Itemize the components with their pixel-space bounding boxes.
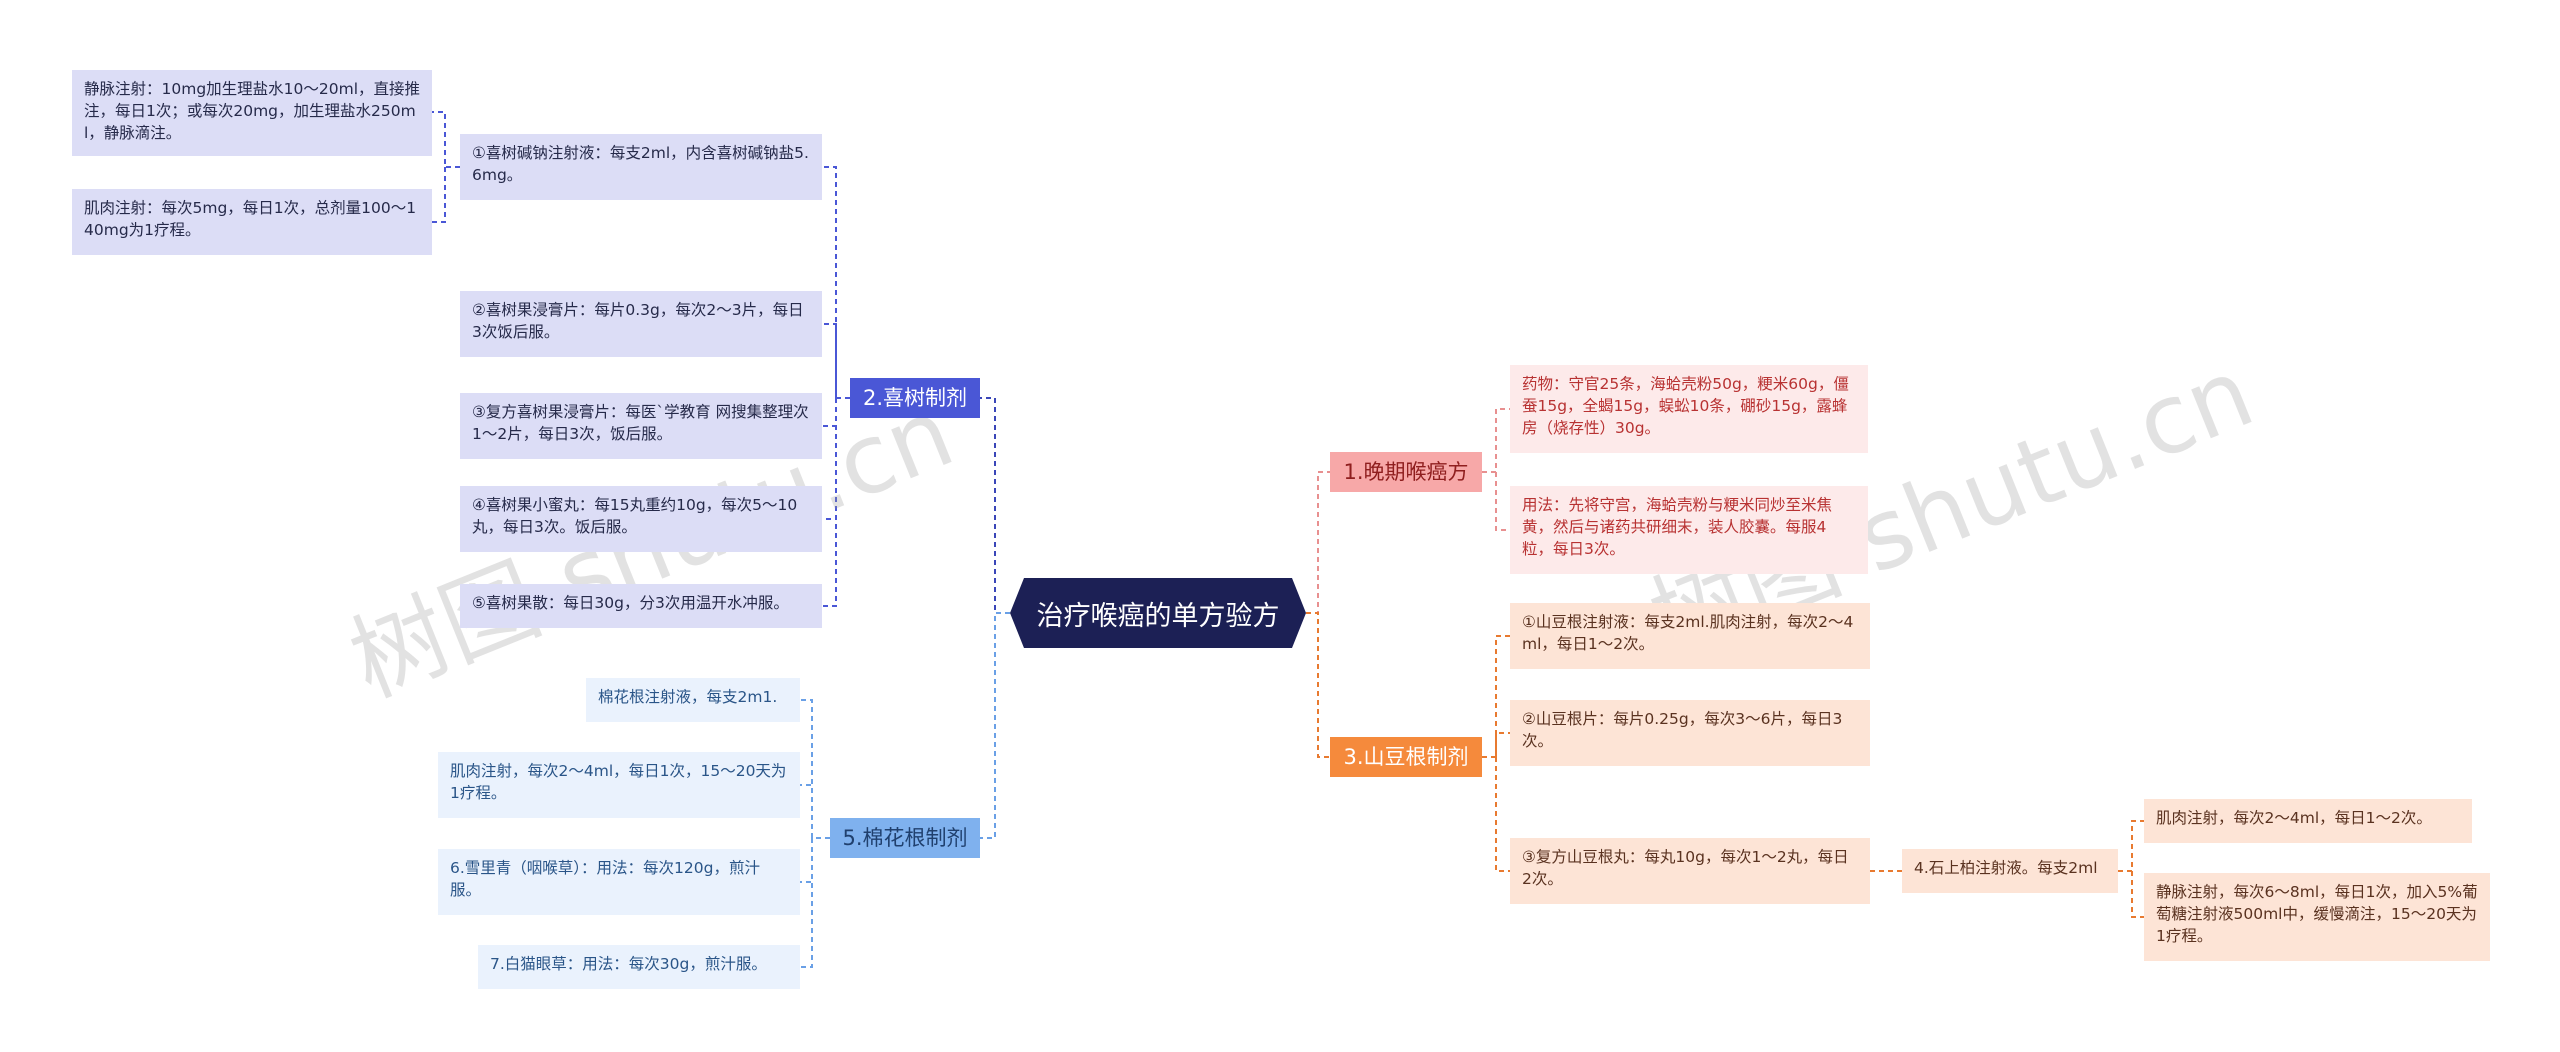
mianhuagen-item-1[interactable]: 棉花根注射液，每支2m1.	[586, 678, 800, 722]
branch-mianhuagen-label: 5.棉花根制剂	[842, 826, 968, 850]
xishu-item-1[interactable]: ①喜树碱钠注射液：每支2ml，内含喜树碱钠盐5.6mg。	[460, 134, 822, 200]
mianhuagen-item-2[interactable]: 肌肉注射，每次2～4ml，每日1次，15～20天为1疗程。	[438, 752, 800, 818]
xishu-iv-note[interactable]: 静脉注射：10mg加生理盐水10～20ml，直接推注，每日1次；或每次20mg，…	[72, 70, 432, 156]
xishu-item-4[interactable]: ④喜树果小蜜丸：每15丸重约10g，每次5～10丸，每日3次。饭后服。	[460, 486, 822, 552]
root-hexagon-shape	[1010, 578, 1306, 648]
branch-xishu[interactable]: 2.喜树制剂	[850, 378, 980, 418]
late-stage-usage[interactable]: 用法：先将守宫，海蛤壳粉与粳米同炒至米焦黄，然后与诸药共研细末，装人胶囊。每服4…	[1510, 486, 1868, 574]
xishu-im-note[interactable]: 肌肉注射：每次5mg，每日1次，总剂量100～140mg为1疗程。	[72, 189, 432, 255]
root-label: 治疗喉癌的单方验方	[1036, 600, 1280, 632]
late-stage-ingredients[interactable]: 药物：守官25条，海蛤壳粉50g，粳米60g，僵蚕15g，全蝎15g，蜈蚣10条…	[1510, 365, 1868, 453]
shishangbai-iv-note[interactable]: 静脉注射，每次6～8ml，每日1次，加入5%葡萄糖注射液500ml中，缓慢滴注，…	[2144, 873, 2490, 961]
branch-shandougen-label: 3.山豆根制剂	[1343, 745, 1469, 769]
branch-mianhuagen[interactable]: 5.棉花根制剂	[830, 818, 980, 858]
xishu-item-5[interactable]: ⑤喜树果散：每日30g，分3次用温开水冲服。	[460, 584, 822, 628]
shandougen-item-3[interactable]: ③复方山豆根丸：每丸10g，每次1～2丸，每日2次。	[1510, 838, 1870, 904]
shandougen-item-1[interactable]: ①山豆根注射液：每支2ml.肌肉注射，每次2～4ml，每日1～2次。	[1510, 603, 1870, 669]
mianhuagen-item-3[interactable]: 6.雪里青（咽喉草）：用法：每次120g，煎汁服。	[438, 849, 800, 915]
shandougen-item-2[interactable]: ②山豆根片：每片0.25g，每次3～6片，每日3次。	[1510, 700, 1870, 766]
shishangbai-im-note[interactable]: 肌肉注射，每次2～4ml，每日1～2次。	[2144, 799, 2472, 843]
branch-late-stage-recipe[interactable]: 1.晚期喉癌方	[1330, 452, 1482, 492]
xishu-item-3[interactable]: ③复方喜树果浸膏片：每医`学教育 网搜集整理次1～2片，每日3次，饭后服。	[460, 393, 822, 459]
root-node[interactable]: 治疗喉癌的单方验方	[1010, 578, 1306, 648]
xishu-item-2[interactable]: ②喜树果浸膏片：每片0.3g，每次2～3片，每日3次饭后服。	[460, 291, 822, 357]
branch-xishu-label: 2.喜树制剂	[862, 386, 968, 410]
branch-shandougen[interactable]: 3.山豆根制剂	[1330, 737, 1482, 777]
branch-late-stage-label: 1.晚期喉癌方	[1343, 460, 1469, 484]
shishangbai-injection[interactable]: 4.石上柏注射液。每支2ml	[1902, 849, 2118, 893]
mianhuagen-item-4[interactable]: 7.白猫眼草：用法：每次30g，煎汁服。	[478, 945, 800, 989]
